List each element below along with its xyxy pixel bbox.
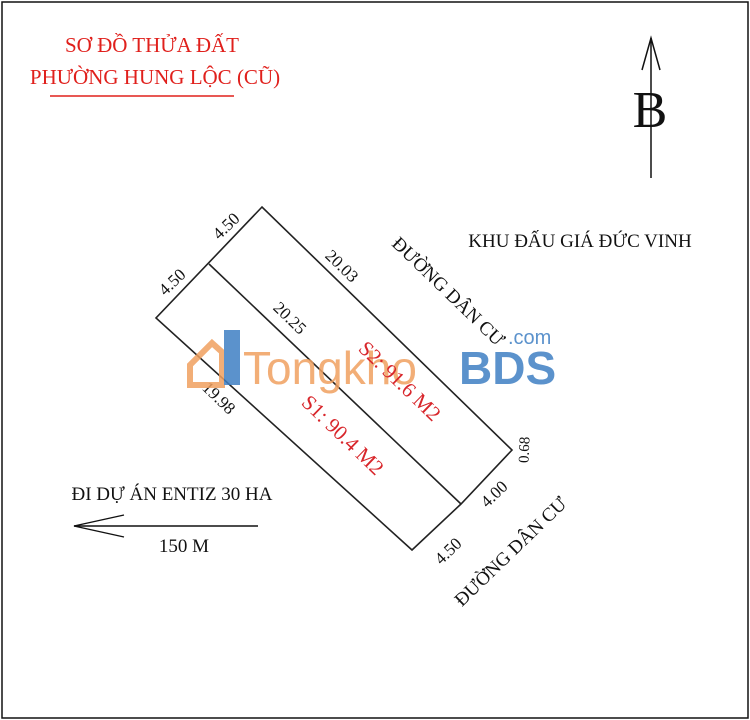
title-line-2: PHƯỜNG HUNG LỘC (CŨ) [30, 65, 280, 89]
road-label-bottom: ĐƯỜNG DÂN CƯ [450, 492, 572, 611]
watermark-brand-a: Tongkho [243, 342, 417, 394]
watermark-brand-b: BDS [459, 342, 556, 394]
dim-bottom-front: 4.50 [431, 534, 466, 568]
north-label: B [633, 82, 668, 139]
parcel-outline [154, 205, 514, 552]
dim-right-small: 0.68 [517, 436, 534, 463]
arrow-left-icon [73, 514, 258, 538]
direction-distance: 150 M [159, 536, 209, 557]
dim-left-edge: 4.50 [155, 265, 190, 299]
parcel-divider [208, 263, 462, 505]
dim-top-edge: 4.50 [209, 209, 244, 243]
dim-s2-long: 20.03 [321, 246, 362, 286]
area-label: KHU ĐẤU GIÁ ĐỨC VINH [468, 230, 692, 252]
direction-label: ĐI DỰ ÁN ENTIZ 30 HA [71, 483, 272, 505]
house-logo-icon [187, 330, 240, 388]
dim-divider: 20.25 [269, 298, 310, 338]
watermark: Tongkho BDS .com [187, 327, 556, 394]
title-line-1: SƠ ĐỒ THỬA ĐẤT [65, 33, 239, 57]
plot-s1-label: S1: 90.4 M2 [297, 390, 389, 480]
north-arrow-icon [641, 35, 661, 178]
watermark-suffix: .com [508, 327, 551, 349]
